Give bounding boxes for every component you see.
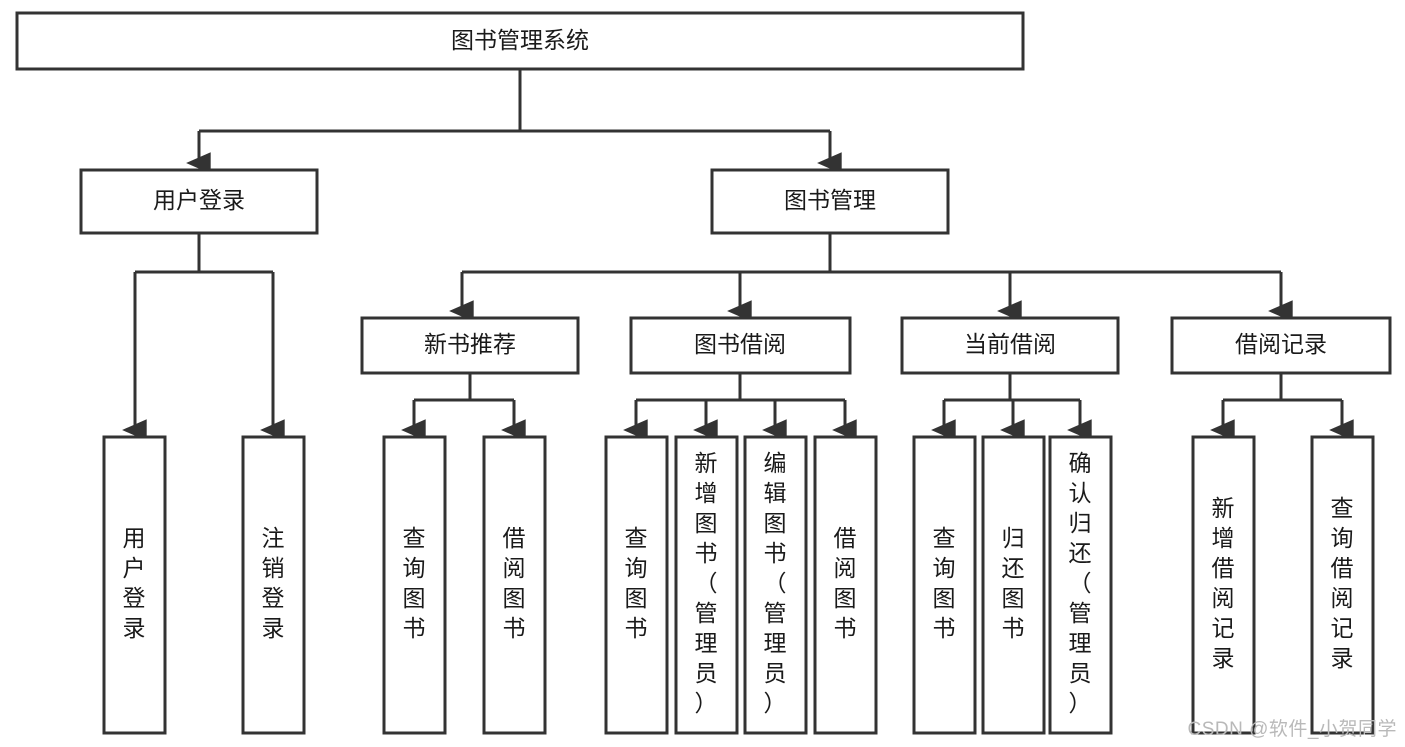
- node-leaf-query-book-3-box[interactable]: [912, 435, 977, 735]
- node-leaf-confirm-return-box[interactable]: [1048, 435, 1113, 735]
- node-borrow-record[interactable]: 借阅记录: [1170, 316, 1392, 375]
- node-current-borrow-label: 当前借阅: [964, 331, 1056, 357]
- node-leaf-query-book-1-label: 查询图书: [403, 525, 426, 641]
- node-leaf-query-record-box[interactable]: [1310, 435, 1375, 735]
- node-leaf-logout-login[interactable]: 注销登录: [241, 435, 306, 735]
- node-leaf-query-book-1[interactable]: 查询图书: [382, 435, 447, 735]
- node-leaf-borrow-book-1[interactable]: 借阅图书: [482, 435, 547, 735]
- node-book-manage-label: 图书管理: [784, 187, 876, 213]
- node-root-label: 图书管理系统: [451, 27, 589, 53]
- node-leaf-user-login-box[interactable]: [102, 435, 167, 735]
- node-user-login-label: 用户登录: [153, 187, 245, 213]
- node-leaf-borrow-book-2-label: 借阅图书: [834, 525, 857, 641]
- node-leaf-user-login[interactable]: 用户登录: [102, 435, 167, 735]
- node-borrow-record-label: 借阅记录: [1235, 331, 1327, 357]
- watermark: CSDN @软件_小贺同学: [1187, 719, 1397, 740]
- node-leaf-return-book-label: 归还图书: [1002, 525, 1025, 641]
- node-leaf-borrow-book-1-box[interactable]: [482, 435, 547, 735]
- node-leaf-query-book-3[interactable]: 查询图书: [912, 435, 977, 735]
- edge-layer: [122, 69, 1354, 441]
- node-leaf-add-record-box[interactable]: [1191, 435, 1256, 735]
- node-user-login[interactable]: 用户登录: [79, 168, 319, 235]
- node-borrow-record-box[interactable]: [1170, 316, 1392, 375]
- node-leaf-add-book-box[interactable]: [674, 435, 739, 735]
- node-book-borrow[interactable]: 图书借阅: [629, 316, 852, 375]
- node-new-book-recommend-label: 新书推荐: [424, 331, 516, 357]
- node-leaf-add-record[interactable]: 新增借阅记录: [1191, 435, 1256, 735]
- node-leaf-edit-book-label: 编辑图书（管理员）: [764, 450, 787, 716]
- node-root-box[interactable]: [15, 11, 1025, 71]
- node-leaf-confirm-return[interactable]: 确认归还（管理员）: [1048, 435, 1113, 735]
- node-book-borrow-box[interactable]: [629, 316, 852, 375]
- node-leaf-query-book-2-box[interactable]: [604, 435, 669, 735]
- node-leaf-borrow-book-2[interactable]: 借阅图书: [813, 435, 878, 735]
- node-book-manage-box[interactable]: [710, 168, 950, 235]
- node-leaf-query-book-2-label: 查询图书: [625, 525, 648, 641]
- node-leaf-confirm-return-label: 确认归还（管理员）: [1069, 450, 1092, 716]
- node-leaf-add-book-label: 新增图书（管理员）: [695, 450, 718, 716]
- node-leaf-query-book-1-box[interactable]: [382, 435, 447, 735]
- node-leaf-user-login-label: 用户登录: [123, 525, 146, 641]
- node-leaf-edit-book[interactable]: 编辑图书（管理员）: [743, 435, 808, 735]
- node-new-book-recommend[interactable]: 新书推荐: [360, 316, 580, 375]
- node-leaf-query-book-2[interactable]: 查询图书: [604, 435, 669, 735]
- node-leaf-query-book-3-label: 查询图书: [933, 525, 956, 641]
- node-book-borrow-label: 图书借阅: [694, 331, 786, 357]
- node-leaf-return-book[interactable]: 归还图书: [981, 435, 1046, 735]
- node-root[interactable]: 图书管理系统: [15, 11, 1025, 71]
- node-current-borrow[interactable]: 当前借阅: [900, 316, 1120, 375]
- node-leaf-edit-book-box[interactable]: [743, 435, 808, 735]
- node-leaf-borrow-book-1-label: 借阅图书: [503, 525, 526, 641]
- node-leaf-borrow-book-2-box[interactable]: [813, 435, 878, 735]
- node-current-borrow-box[interactable]: [900, 316, 1120, 375]
- node-leaf-return-book-box[interactable]: [981, 435, 1046, 735]
- node-user-login-box[interactable]: [79, 168, 319, 235]
- node-leaf-query-record-label: 查询借阅记录: [1331, 495, 1354, 671]
- node-leaf-add-book[interactable]: 新增图书（管理员）: [674, 435, 739, 735]
- node-book-manage[interactable]: 图书管理: [710, 168, 950, 235]
- node-leaf-logout-login-label: 注销登录: [262, 525, 285, 641]
- node-leaf-logout-login-box[interactable]: [241, 435, 306, 735]
- node-leaf-add-record-label: 新增借阅记录: [1212, 495, 1235, 671]
- node-leaf-query-record[interactable]: 查询借阅记录: [1310, 435, 1375, 735]
- node-new-book-recommend-box[interactable]: [360, 316, 580, 375]
